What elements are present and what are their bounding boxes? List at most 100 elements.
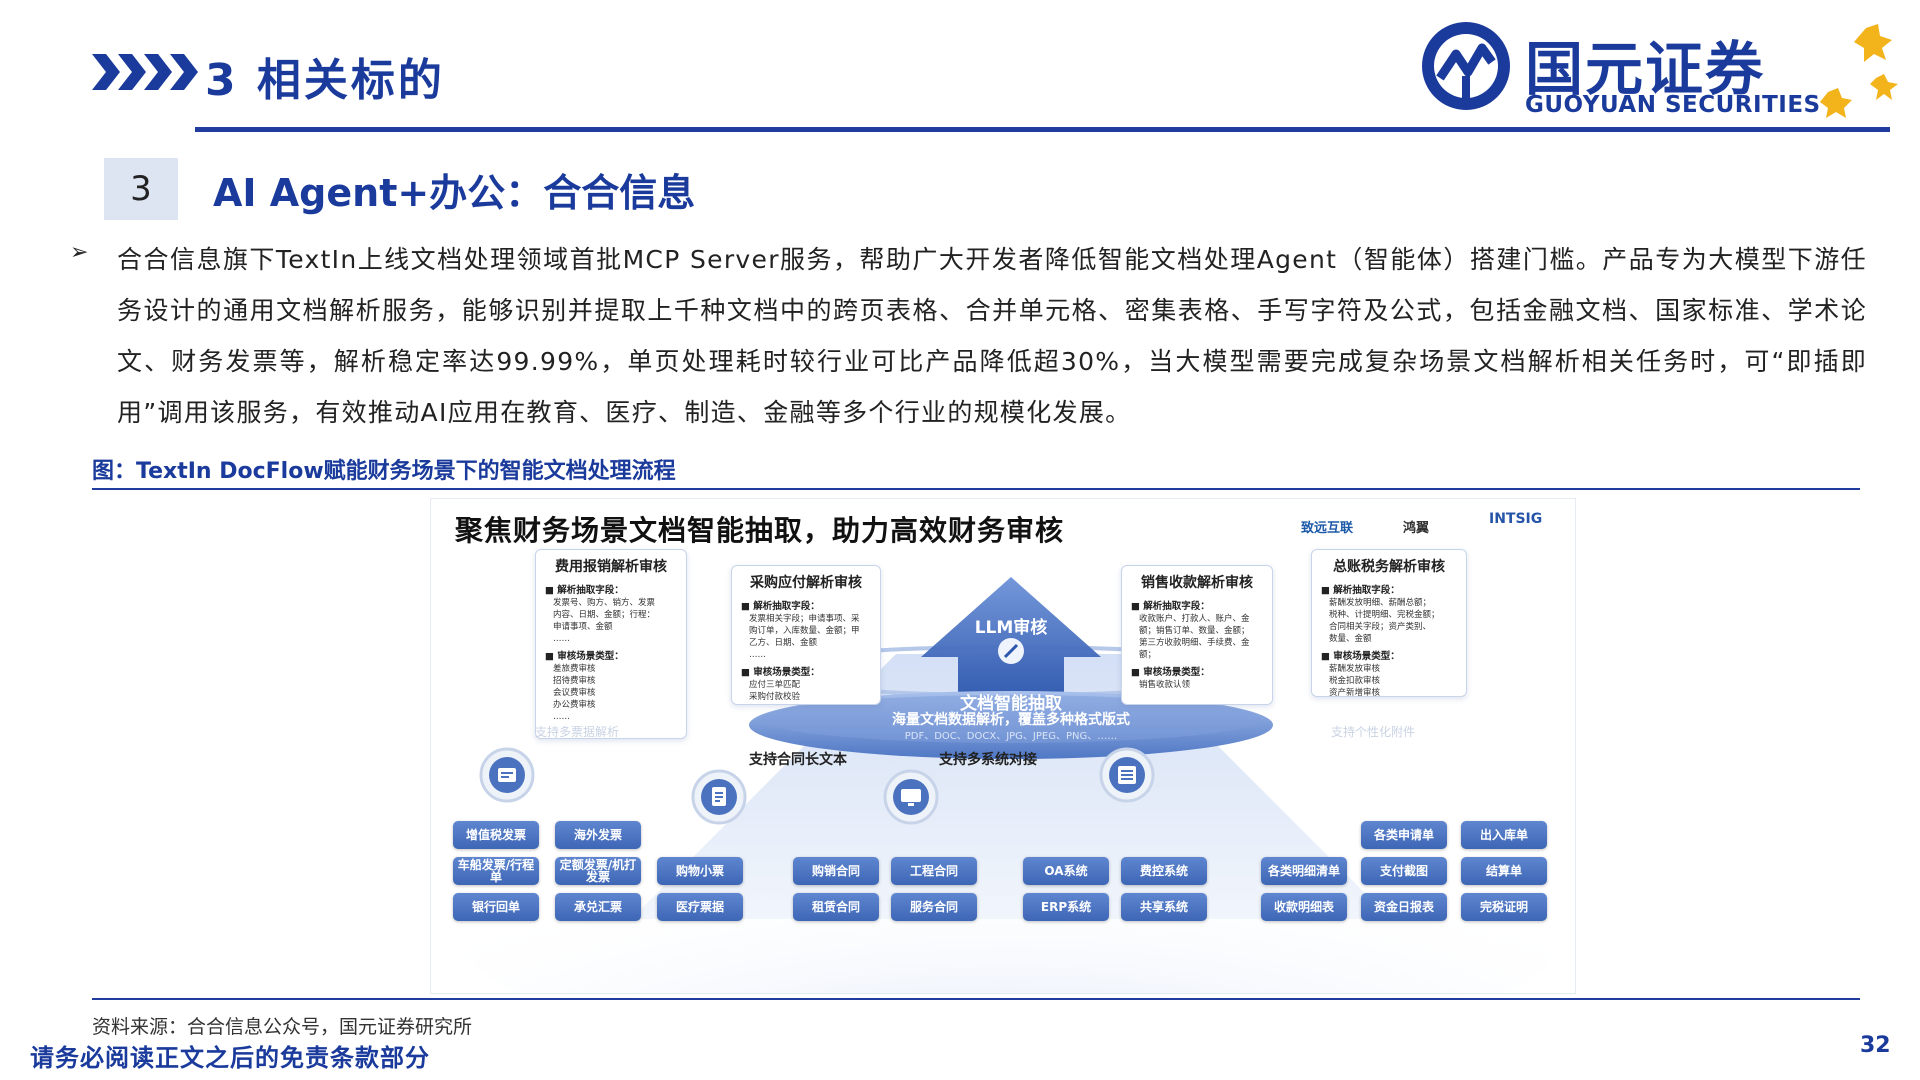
card-scene-line: 销售收款认领	[1139, 680, 1191, 690]
card-field-line: 申请事项、金额	[553, 622, 613, 632]
tag-bill-fixed-invoice: 定额发票/机打发票	[555, 857, 641, 885]
logo-english-name: GUOYUAN SECURITIES	[1525, 92, 1821, 118]
tag-attach-payment-screenshot: 支付截图	[1361, 857, 1447, 885]
tag-contract-service: 服务合同	[891, 893, 977, 921]
platform-cone	[631, 654, 1391, 919]
tag-attach-fund-daily: 资金日报表	[1361, 893, 1447, 921]
card-field-line: 额；销售订单、数量、金额；	[1139, 626, 1250, 636]
section-chevrons-icon	[92, 54, 198, 90]
tag-system-expense-control: 费控系统	[1121, 857, 1207, 885]
figure-bottom-rule	[92, 998, 1860, 1000]
tag-bill-vat-invoice: 增值税发票	[453, 821, 539, 849]
logo-stars-icon	[1820, 24, 1898, 118]
card-scene-heading: ■ 审核场景类型：	[545, 651, 624, 662]
system-monitor-icon	[883, 769, 939, 825]
card-field-heading: ■ 解析抽取字段：	[1321, 585, 1400, 596]
card-field-line: 发票相关字段；申请事项、采	[749, 614, 860, 624]
card-field-line: 购订单，入库数量、金额；甲	[749, 626, 860, 636]
card-title: 采购应付解析审核	[750, 575, 862, 591]
tag-attach-warehouse-slip: 出入库单	[1461, 821, 1547, 849]
subsection-title: AI Agent+办公：合合信息	[213, 171, 696, 215]
partner-logo-intsig: INTSIG	[1489, 511, 1543, 527]
tag-contract-lease: 租赁合同	[793, 893, 879, 921]
section-title: 3 相关标的	[205, 55, 445, 106]
tag-attach-application-form: 各类申请单	[1361, 821, 1447, 849]
figure-source: 资料来源：合合信息公众号，国元证券研究所	[92, 1016, 473, 1038]
body-paragraph: 合合信息旗下TextIn上线文档处理领域首批MCP Server服务，帮助广大开…	[117, 245, 1867, 427]
card-field-line: 第三方收款明细、手续费、金	[1139, 638, 1250, 648]
card-scene-line: 会议费审核	[553, 688, 596, 698]
card-procurement-payable: 采购应付解析审核 ■ 解析抽取字段： 发票相关字段；申请事项、采 购订单，入库数…	[731, 565, 881, 705]
tag-contract-sales: 购销合同	[793, 857, 879, 885]
card-scene-line: 资产新增审核	[1329, 688, 1381, 698]
tag-bill-overseas-invoice: 海外发票	[555, 821, 641, 849]
card-field-line: 额；	[1139, 650, 1157, 660]
arrow-label-extraction: 文档智能抽取	[960, 694, 1062, 714]
card-expense-reimbursement: 费用报销解析审核 ■ 解析抽取字段： 发票号、购方、销方、发票 内容、日期、金额…	[535, 549, 687, 739]
card-field-heading: ■ 解析抽取字段：	[1131, 601, 1210, 612]
card-title: 销售收款解析审核	[1141, 575, 1253, 591]
card-field-line: 税种、计提明细、完税金额；	[1329, 610, 1440, 620]
card-field-line: ……	[553, 634, 570, 644]
tag-bill-shopping-receipt: 购物小票	[657, 857, 743, 885]
docflow-infographic: 聚焦财务场景文档智能抽取，助力高效财务审核 致远互联 鸿翼 INTSIG 费用报…	[430, 498, 1576, 994]
card-sales-receivable: 销售收款解析审核 ■ 解析抽取字段： 收款账户、打款人、账户、金 额；销售订单、…	[1121, 565, 1273, 705]
tag-system-erp: ERP系统	[1023, 893, 1109, 921]
card-scene-line: 招待费审核	[553, 676, 596, 686]
card-field-heading: ■ 解析抽取字段：	[545, 585, 624, 596]
tag-bill-medical: 医疗票据	[657, 893, 743, 921]
logo-chinese-name: 国元证券	[1525, 35, 1766, 103]
subsection-number: 3	[104, 158, 178, 220]
tag-bill-bank-receipt: 银行回单	[453, 893, 539, 921]
card-field-line: 合同相关字段；资产类别、	[1329, 622, 1432, 632]
partner-logo-hongyi: 鸿翼	[1403, 521, 1430, 536]
faded-label-attachment: 支持个性化附件	[1331, 725, 1416, 739]
card-field-line: 薪酬发放明细、薪酬总额；	[1329, 598, 1432, 608]
card-field-line: 收款账户、打款人、账户、金	[1139, 614, 1250, 624]
footer-disclaimer: 请务必阅读正文之后的免责条款部分	[30, 1044, 430, 1072]
page-number: 32	[1860, 1033, 1891, 1058]
card-scene-heading: ■ 审核场景类型：	[1321, 651, 1400, 662]
infographic-title: 聚焦财务场景文档智能抽取，助力高效财务审核	[455, 514, 1065, 547]
cap-label-contract: 支持合同长文本	[749, 752, 847, 768]
card-scene-line: 采购付款校验	[749, 692, 801, 702]
cap-label-system: 支持多系统对接	[939, 752, 1037, 768]
guoyuan-logo-icon	[1422, 22, 1510, 110]
tag-contract-engineering: 工程合同	[891, 857, 977, 885]
card-field-line: 乙方、日期、金额	[749, 638, 818, 648]
card-scene-heading: ■ 审核场景类型：	[741, 667, 820, 678]
card-scene-line: 差旅费审核	[553, 664, 596, 674]
card-field-line: ……	[749, 650, 766, 660]
tag-attach-settlement: 结算单	[1461, 857, 1547, 885]
tag-attach-tax-certificate: 完税证明	[1461, 893, 1547, 921]
contract-document-icon	[691, 769, 747, 825]
card-scene-line: 办公费审核	[553, 700, 596, 710]
tag-system-oa: OA系统	[1023, 857, 1109, 885]
card-scene-line: 税金扣款审核	[1329, 676, 1381, 686]
card-field-line: 内容、日期、金额；行程：	[553, 610, 656, 620]
card-field-line: 数量、金额	[1329, 634, 1372, 644]
figure-caption: 图：TextIn DocFlow赋能财务场景下的智能文档处理流程	[92, 459, 676, 484]
card-title: 费用报销解析审核	[555, 559, 667, 575]
card-scene-line: ……	[553, 712, 570, 722]
tag-attach-detail-list: 各类明细清单	[1261, 857, 1347, 885]
bullet-arrow-icon: ➢	[70, 240, 89, 265]
card-scene-heading: ■ 审核场景类型：	[1131, 667, 1210, 678]
faded-label-multi-bill: 支持多票据解析	[535, 725, 620, 739]
card-ledger-tax: 总账税务解析审核 ■ 解析抽取字段： 薪酬发放明细、薪酬总额； 税种、计提明细、…	[1311, 549, 1467, 698]
bill-scan-icon	[479, 747, 535, 803]
card-field-heading: ■ 解析抽取字段：	[741, 601, 820, 612]
tag-bill-acceptance-draft: 承兑汇票	[555, 893, 641, 921]
attachment-list-icon	[1099, 747, 1155, 803]
platform-label: 海量文档数据解析，覆盖多种格式版式	[892, 712, 1130, 728]
card-scene-line: 薪酬发放审核	[1329, 664, 1381, 674]
card-scene-line: 应付三单匹配	[749, 680, 801, 690]
header-divider	[195, 127, 1890, 132]
arrow-label-llm: LLM审核	[974, 618, 1048, 638]
card-field-line: 发票号、购方、销方、发票	[553, 598, 656, 608]
figure-top-rule	[92, 488, 1860, 490]
platform-formats: PDF、DOC、DOCX、JPG、JPEG、PNG、……	[904, 731, 1118, 742]
tag-system-shared: 共享系统	[1121, 893, 1207, 921]
card-title: 总账税务解析审核	[1333, 559, 1445, 575]
tag-attach-receipt-detail: 收款明细表	[1261, 893, 1347, 921]
